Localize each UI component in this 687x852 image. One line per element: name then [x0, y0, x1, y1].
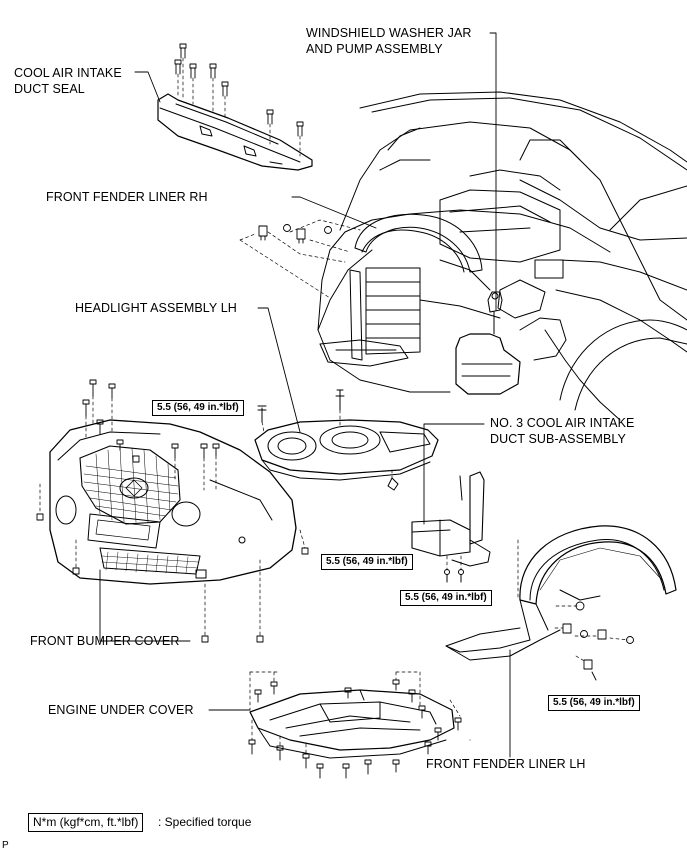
label-headlight-lh: HEADLIGHT ASSEMBLY LH — [75, 301, 237, 315]
fender-liner-rh-fasteners — [239, 219, 361, 299]
no3-cool-air-intake-duct — [411, 471, 491, 583]
label-engine-under-cover: ENGINE UNDER COVER — [48, 703, 194, 717]
label-windshield-washer: WINDSHIELD WASHER JAR AND PUMP ASSEMBLY — [306, 25, 472, 57]
torque-duct: 5.5 (56, 49 in.*lbf) — [400, 590, 492, 606]
under-cover-dashed-guides — [249, 671, 461, 755]
label-front-bumper-cover: FRONT BUMPER COVER — [30, 634, 180, 648]
front-bumper-cover — [49, 419, 297, 585]
headlight-assembly-lh — [254, 389, 439, 491]
torque-bumper: 5.5 (56, 49 in.*lbf) — [321, 554, 413, 570]
torque-headlight: 5.5 (56, 49 in.*lbf) — [152, 400, 244, 416]
label-no3-duct: NO. 3 COOL AIR INTAKE DUCT SUB-ASSEMBLY — [490, 415, 635, 447]
vehicle-body — [317, 91, 687, 421]
label-windshield-washer-line2: AND PUMP ASSEMBLY — [306, 42, 443, 56]
leader-lines — [99, 32, 511, 758]
label-fender-liner-lh: FRONT FENDER LINER LH — [426, 757, 586, 771]
torque-liner-lh: 5.5 (56, 49 in.*lbf) — [548, 695, 640, 711]
fender-liner-lh-fasteners — [562, 601, 634, 681]
bumper-dashed-guides — [39, 395, 306, 637]
legend-torque-text: : Specified torque — [158, 815, 252, 829]
label-cool-air-seal: COOL AIR INTAKE DUCT SEAL — [14, 65, 122, 97]
front-fender-liner-lh — [445, 525, 677, 661]
label-no3-duct-line1: NO. 3 COOL AIR INTAKE — [490, 416, 635, 430]
engine-under-cover — [249, 689, 455, 759]
headlight-dashed-guides — [261, 409, 393, 479]
label-fender-liner-rh: FRONT FENDER LINER RH — [46, 190, 208, 204]
bumper-fasteners — [36, 379, 309, 643]
corner-code: P — [2, 840, 9, 851]
label-windshield-washer-line1: WINDSHIELD WASHER JAR — [306, 26, 472, 40]
fender-lh-dashed-guides — [554, 605, 629, 663]
label-cool-air-seal-line2: DUCT SEAL — [14, 82, 85, 96]
duct-dashed-guides — [446, 539, 519, 601]
cool-air-intake-duct-seal — [157, 93, 313, 171]
seal-dashed-guides — [177, 57, 301, 157]
label-no3-duct-line2: DUCT SUB-ASSEMBLY — [490, 432, 626, 446]
legend-torque-box: N*m (kgf*cm, ft.*lbf) — [28, 813, 144, 832]
seal-clips — [174, 43, 304, 137]
label-cool-air-seal-line1: COOL AIR INTAKE — [14, 66, 122, 80]
